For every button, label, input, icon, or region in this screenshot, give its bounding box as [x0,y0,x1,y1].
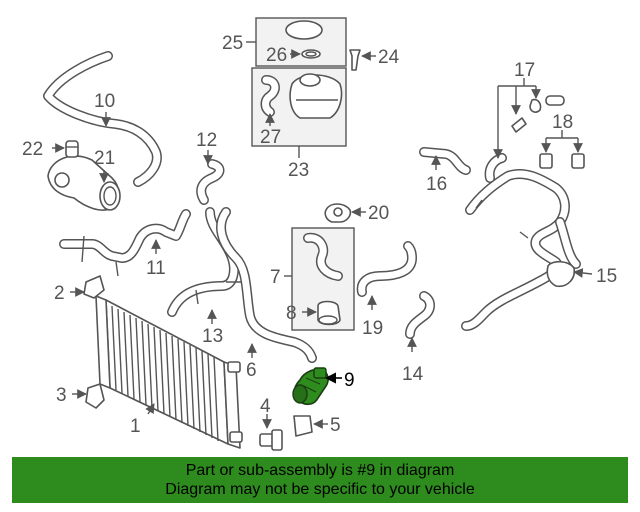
callout-20: 20 [368,203,389,224]
part-20-fitting[interactable] [324,203,352,223]
part-18-connectors[interactable] [539,153,585,169]
part-23-group[interactable] [251,67,347,147]
callout-16: 16 [426,174,447,195]
callout-6: 6 [246,360,257,381]
part-6-hose[interactable] [216,207,317,363]
callout-1: 1 [130,416,141,437]
part-1-radiator[interactable] [95,295,243,449]
callout-12: 12 [196,130,217,151]
part-8-clamp[interactable] [317,300,341,326]
callout-24: 24 [378,47,400,68]
callout-5: 5 [330,415,341,436]
callout-7: 7 [270,267,281,288]
callout-18: 18 [552,112,573,133]
part-11-pipe[interactable] [59,209,191,277]
banner-line-2: Diagram may not be specific to your vehi… [165,481,475,498]
callout-22: 22 [22,139,43,160]
callout-4: 4 [260,396,271,417]
part-4-sensor[interactable] [259,429,283,451]
part-3-bracket[interactable] [85,383,105,409]
part-15-pipe[interactable] [461,153,581,331]
callout-13: 13 [202,326,223,347]
info-banner: Part or sub-assembly is #9 in diagram Di… [12,457,628,503]
part-22-sensor[interactable] [65,140,79,158]
callout-3: 3 [56,385,67,406]
callout-2: 2 [54,283,65,304]
part-19-hose[interactable] [356,241,417,297]
part-12-hose[interactable] [196,159,225,205]
callout-14: 14 [402,364,424,385]
callout-27: 27 [260,127,281,148]
banner-line-1: Part or sub-assembly is #9 in diagram [185,462,455,479]
part-14-hose[interactable] [405,291,435,339]
callout-8: 8 [286,303,297,324]
parts-diagram: 1 2 3 4 5 6 7 8 9 10 11 12 13 14 15 16 [22,17,617,451]
callout-23: 23 [288,160,309,181]
part-27-hose[interactable] [260,75,280,117]
part-7-group[interactable] [291,227,355,331]
callout-25: 25 [222,33,243,54]
callout-26: 26 [266,45,287,66]
callout-9: 9 [344,370,355,391]
callout-19: 19 [362,318,383,339]
part-16-hose[interactable] [419,147,471,175]
callouts: 1 2 3 4 5 6 7 8 9 10 11 12 13 14 15 16 [22,33,617,437]
callout-11: 11 [146,258,166,279]
callout-15: 15 [596,266,617,287]
callout-10: 10 [94,91,115,112]
callout-17: 17 [514,60,535,81]
part-10-hose[interactable] [43,51,162,187]
part-2-bracket[interactable] [83,275,105,299]
part-5-plug[interactable] [293,415,313,437]
part-24-screw[interactable] [349,49,361,71]
callout-21: 21 [94,148,115,169]
part-9-highlighted-hose[interactable] [292,367,329,406]
part-17-fittings[interactable] [511,95,565,133]
